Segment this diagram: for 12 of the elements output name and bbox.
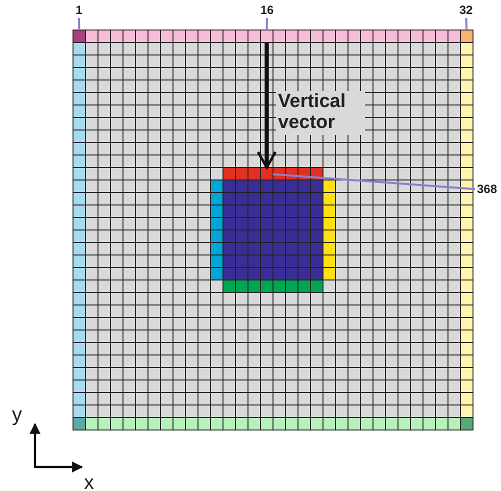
leader-line — [78, 18, 80, 30]
leader-line — [465, 18, 468, 30]
axis-label: x — [84, 472, 95, 491]
axis-label: y — [12, 404, 23, 426]
cell-number: 368 — [475, 183, 499, 195]
cell-number: 1 — [73, 4, 85, 16]
arrow — [256, 42, 277, 169]
vector-label: Vertical vector — [276, 91, 365, 135]
leader-line — [272, 173, 476, 190]
cell-number: 32 — [456, 4, 476, 16]
cell-number: 16 — [257, 4, 277, 16]
leader-line — [266, 18, 268, 30]
